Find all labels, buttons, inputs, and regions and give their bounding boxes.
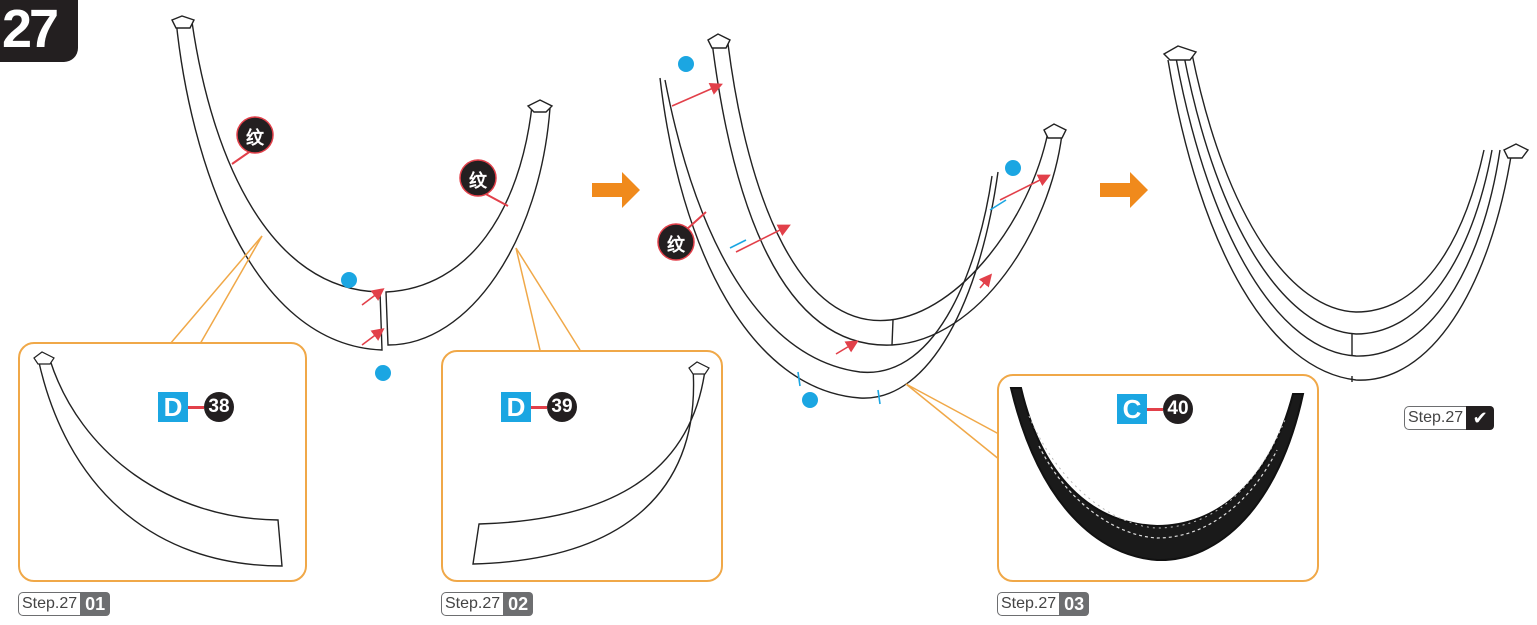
part-letter: D bbox=[158, 392, 188, 422]
dash bbox=[188, 405, 204, 409]
glue-dot bbox=[1005, 160, 1021, 176]
panel1-left-half bbox=[171, 15, 383, 351]
texture-tag-3 bbox=[657, 211, 707, 261]
step-label-02: Step.27 02 bbox=[441, 592, 534, 616]
panel2-join-arrows bbox=[671, 82, 1051, 355]
dash bbox=[1147, 407, 1163, 411]
texture-tag-text: 纹 bbox=[469, 171, 487, 191]
glue-dot bbox=[341, 272, 357, 288]
step-prefix: Step.27 bbox=[441, 592, 504, 616]
step-number-badge: 27 bbox=[0, 0, 78, 62]
part-code: C 40 bbox=[1117, 394, 1193, 424]
texture-tag-2 bbox=[459, 159, 509, 207]
step-index: 01 bbox=[80, 592, 111, 616]
texture-tag-text: 纹 bbox=[667, 235, 685, 255]
flow-arrow-2 bbox=[1100, 172, 1148, 208]
inset-part-39: D 39 bbox=[441, 350, 723, 582]
part-letter: D bbox=[501, 392, 531, 422]
texture-tag-text: 纹 bbox=[246, 128, 264, 148]
dash bbox=[531, 405, 547, 409]
step-prefix: Step.27 bbox=[997, 592, 1060, 616]
inset-part-40: C 40 bbox=[997, 374, 1319, 582]
glue-dot bbox=[375, 365, 391, 381]
step-index: 02 bbox=[503, 592, 534, 616]
panel2-inner-band bbox=[707, 33, 1067, 346]
panel2-outer-band bbox=[659, 77, 999, 399]
panel3-finished-piece bbox=[1162, 45, 1530, 382]
panel1-right-half bbox=[385, 99, 554, 346]
check-icon: ✔ bbox=[1466, 406, 1495, 430]
part-39-drawing bbox=[472, 361, 710, 565]
glue-dot bbox=[678, 56, 694, 72]
part-number: 40 bbox=[1163, 394, 1193, 424]
part-code: D 38 bbox=[158, 392, 234, 422]
part-letter: C bbox=[1117, 394, 1147, 424]
texture-tag-1 bbox=[231, 116, 274, 165]
inset-leaders-1 bbox=[169, 235, 581, 351]
flow-arrow-1 bbox=[592, 172, 640, 208]
step-label-01: Step.27 01 bbox=[18, 592, 111, 616]
step-prefix: Step.27 bbox=[1404, 406, 1467, 430]
glue-dot bbox=[802, 392, 818, 408]
step-label-03: Step.27 03 bbox=[997, 592, 1090, 616]
step-label-final: Step.27 ✔ bbox=[1404, 406, 1495, 430]
part-number: 39 bbox=[547, 392, 577, 422]
panel1-join-arrows bbox=[361, 288, 385, 346]
part-code: D 39 bbox=[501, 392, 577, 422]
inset-leaders-2 bbox=[905, 383, 1011, 461]
step-index: 03 bbox=[1059, 592, 1090, 616]
part-40-drawing bbox=[1009, 387, 1305, 562]
step-prefix: Step.27 bbox=[18, 592, 81, 616]
part-38-drawing bbox=[33, 351, 283, 567]
part-number: 38 bbox=[204, 392, 234, 422]
panel2-blue-marks bbox=[729, 199, 1007, 405]
inset-part-38: D 38 bbox=[18, 342, 307, 582]
